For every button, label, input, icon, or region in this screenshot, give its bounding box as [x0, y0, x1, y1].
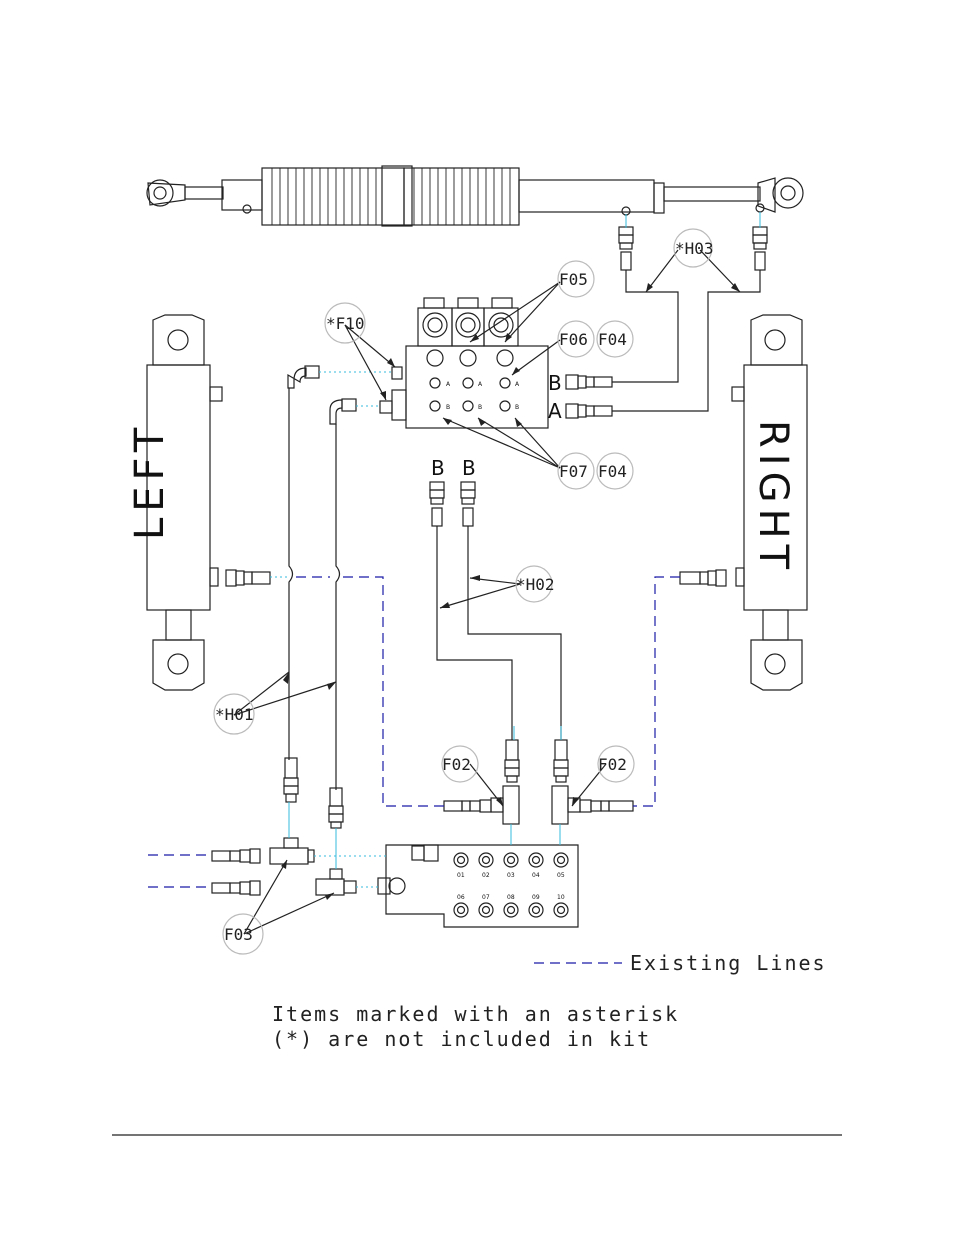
manifold-port-label: 04	[532, 872, 540, 879]
svg-text:B: B	[446, 404, 450, 411]
manifold-port	[554, 903, 568, 917]
manifold-port	[479, 853, 493, 867]
steering-cylinder	[147, 166, 803, 226]
left-cylinder-label: LEFT	[127, 422, 173, 540]
manifold-port-label: 05	[557, 872, 565, 879]
manifold-block: 01 02 03 04 05 06 07 08 09 10	[378, 845, 578, 927]
right-cylinder-label: RIGHT	[750, 420, 796, 575]
manifold-port	[504, 853, 518, 867]
manifold-port-label: 08	[507, 894, 515, 901]
port-label-b: B	[548, 371, 562, 395]
svg-text:A: A	[478, 381, 483, 388]
svg-text:B: B	[515, 404, 519, 411]
callout-h02: *H02	[516, 575, 555, 594]
note-line-2: (*) are not included in kit	[272, 1027, 651, 1051]
note-line-1: Items marked with an asterisk	[272, 1002, 679, 1026]
manifold-port-label: 02	[482, 872, 490, 879]
callout-f04-upper: F04	[598, 330, 627, 349]
callout-f03: F03	[224, 925, 253, 944]
manifold-port-inner	[458, 907, 465, 914]
callout-f10: *F10	[326, 314, 365, 333]
manifold-port-label: 06	[457, 894, 465, 901]
manifold-port-label: 07	[482, 894, 490, 901]
manifold-port-inner	[533, 857, 540, 864]
manifold-port-inner	[483, 857, 490, 864]
manifold-port	[479, 903, 493, 917]
leader-lines	[234, 250, 740, 934]
manifold-port-inner	[508, 907, 515, 914]
callout-f04-lower: F04	[598, 462, 627, 481]
manifold-port	[504, 903, 518, 917]
port-label-b2: B	[462, 456, 476, 480]
manifold-port-inner	[558, 857, 565, 864]
callout-f02-left: F02	[442, 755, 471, 774]
manifold-port-inner	[483, 907, 490, 914]
manifold-port	[454, 903, 468, 917]
svg-text:A: A	[446, 381, 451, 388]
f02-tees	[444, 740, 633, 824]
manifold-port-label: 09	[532, 894, 540, 901]
manifold-port-inner	[458, 857, 465, 864]
valve-port-fittings	[566, 375, 612, 418]
callout-h01: *H01	[215, 705, 254, 724]
callout-f06: F06	[559, 330, 588, 349]
manifold-port	[454, 853, 468, 867]
manifold-port-label: 01	[457, 872, 465, 879]
callout-h03: *H03	[675, 239, 714, 258]
callout-f07: F07	[559, 462, 588, 481]
port-label-b1: B	[431, 456, 445, 480]
manifold-port	[529, 853, 543, 867]
callout-f05: F05	[559, 270, 588, 289]
manifold-port	[554, 853, 568, 867]
solenoid-valve: A A A B B B	[392, 298, 548, 428]
manifold-port-inner	[533, 907, 540, 914]
legend-existing-lines: Existing Lines	[630, 951, 827, 975]
manifold-port-label: 10	[557, 894, 565, 901]
port-label-a: A	[548, 399, 562, 423]
manifold-port	[529, 903, 543, 917]
manifold-port-label: 03	[507, 872, 515, 879]
svg-text:A: A	[515, 381, 520, 388]
manifold-port-inner	[508, 857, 515, 864]
h02-top-fittings	[430, 482, 475, 526]
h01-lower-fittings	[284, 758, 343, 828]
manifold-port-inner	[558, 907, 565, 914]
svg-text:B: B	[478, 404, 482, 411]
callout-f02-right: F02	[598, 755, 627, 774]
